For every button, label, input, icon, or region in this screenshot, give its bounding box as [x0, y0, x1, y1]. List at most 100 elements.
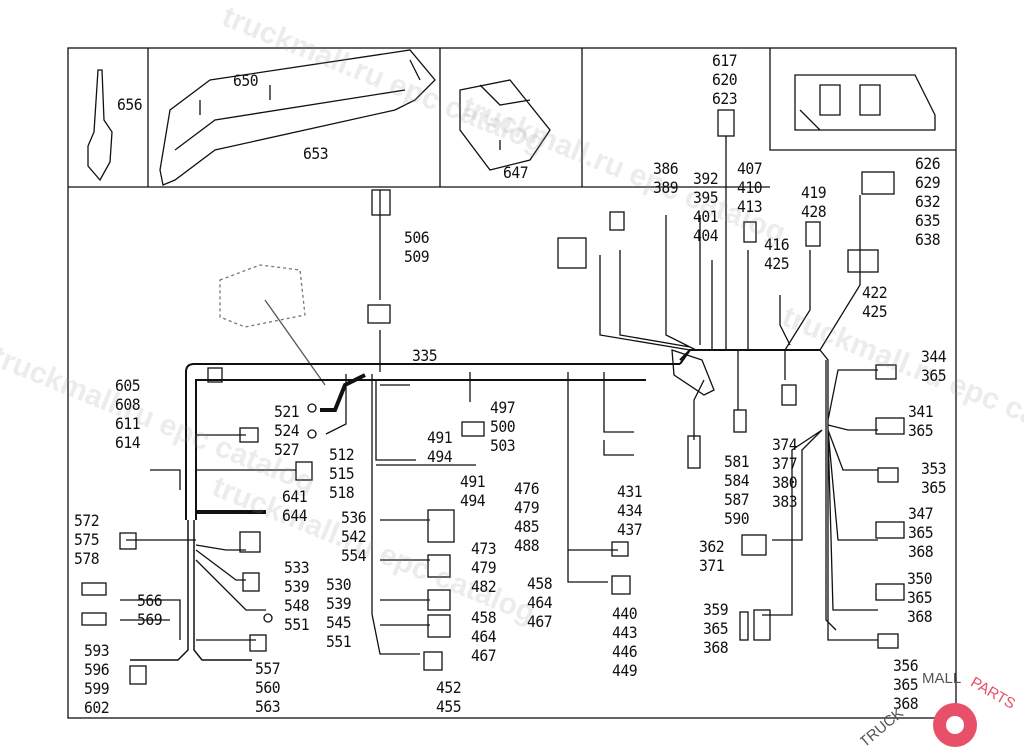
cable-duct-icon [159, 49, 436, 186]
connector-icon [717, 109, 735, 137]
connector-icon [877, 467, 899, 483]
connector-icon [129, 665, 147, 685]
part-callout: 386 389 [653, 159, 679, 197]
part-callout: 530 539 545 551 [326, 575, 352, 651]
part-callout: 536 542 554 [341, 508, 367, 565]
engine-outline [219, 264, 306, 328]
part-callout: 473 479 482 [471, 539, 497, 596]
connector-icon [461, 421, 485, 437]
connector-icon [877, 633, 899, 649]
connector-icon [739, 611, 749, 641]
part-callout: 617 620 623 [712, 51, 738, 108]
center-branches [325, 190, 634, 655]
part-callout: 458 464 467 [527, 574, 553, 631]
part-callout: 557 560 563 [255, 659, 281, 716]
main-harness [185, 349, 820, 520]
grommet-icon [367, 304, 391, 324]
cover-icon [459, 79, 551, 171]
svg-text:TRUCK: TRUCK [860, 705, 907, 750]
top-panel-dividers [68, 48, 956, 188]
connector-icon [753, 609, 771, 641]
connector-icon [81, 582, 107, 596]
upper-right-branches [599, 195, 861, 440]
svg-text:MALL: MALL [922, 670, 961, 687]
part-callout: 605 608 611 614 [115, 376, 141, 452]
connector-icon [781, 384, 797, 406]
connector-icon [743, 221, 757, 243]
part-callout: 572 575 578 [74, 511, 100, 568]
connector-icon [875, 417, 905, 435]
sensor-icon [87, 69, 113, 182]
truckmallparts-logo: TRUCK MALL PARTS [860, 670, 1019, 750]
part-callout: 353 365 [921, 459, 947, 497]
connector-icon [119, 532, 137, 550]
part-callout: 521 524 527 [274, 402, 300, 459]
part-callout: 476 479 485 488 [514, 479, 540, 555]
ring-terminal-icon [263, 613, 273, 623]
part-callout: 407 410 413 [737, 159, 763, 216]
left-branches [120, 434, 296, 641]
diagram-frame [67, 47, 957, 719]
part-callout: 491 494 [460, 472, 486, 510]
connector-icon [427, 554, 451, 578]
connector-icon [427, 509, 455, 543]
connector-icon [427, 589, 451, 611]
part-callout: 512 515 518 [329, 445, 355, 502]
left-trunk [130, 520, 252, 661]
part-callout: 491 494 [427, 428, 453, 466]
part-callout: 344 365 [921, 347, 947, 385]
part-callout: 656 [117, 95, 143, 114]
connector-icon [371, 189, 391, 216]
part-callout: 458 464 467 [471, 608, 497, 665]
connector-icon [875, 521, 905, 539]
part-callout: 653 [303, 144, 329, 163]
connector-icon [427, 614, 451, 638]
right-trunk [762, 349, 878, 641]
connector-icon [423, 651, 443, 671]
vehicle-icon [794, 74, 936, 131]
part-callout: 341 365 [908, 402, 934, 440]
connector-icon [687, 435, 701, 469]
part-callout: 392 395 401 404 [693, 169, 719, 245]
connector-icon [861, 171, 895, 195]
connector-icon [875, 583, 905, 601]
part-callout: 359 365 368 [703, 600, 729, 657]
connector-icon [609, 211, 625, 231]
grommet-icon [207, 367, 223, 383]
black-cable [196, 373, 366, 514]
connector-icon [611, 575, 631, 595]
part-callout: 419 428 [801, 183, 827, 221]
connector-icon [805, 221, 821, 247]
connector-icon [611, 541, 629, 557]
connector-icon [81, 612, 107, 626]
part-callout: 506 509 [404, 228, 430, 266]
part-callout: 356 365 368 [893, 656, 919, 713]
connector-icon [249, 634, 267, 652]
part-callout: 641 644 [282, 487, 308, 525]
part-callout: 497 500 503 [490, 398, 516, 455]
part-callout: 581 584 587 590 [724, 452, 750, 528]
leader-line [264, 299, 326, 386]
connector-icon [557, 237, 587, 269]
connector-icon [295, 461, 313, 481]
part-callout: 374 377 380 383 [772, 435, 798, 511]
connector-icon [875, 364, 897, 380]
ring-terminal-icon [307, 429, 317, 439]
part-callout: 452 455 [436, 678, 462, 716]
connector-icon [242, 572, 260, 592]
part-callout: 416 425 [764, 235, 790, 273]
relay-block-icon [671, 349, 715, 396]
part-callout: 347 365 368 [908, 504, 934, 561]
part-callout: 533 539 548 551 [284, 558, 310, 634]
part-callout: 335 [412, 346, 438, 365]
svg-text:PARTS: PARTS [968, 674, 1019, 713]
connector-icon [847, 249, 879, 273]
part-callout: 593 596 599 602 [84, 641, 110, 717]
connector-icon [239, 531, 261, 553]
part-callout: 440 443 446 449 [612, 604, 638, 680]
connector-icon [741, 534, 767, 556]
part-callout: 362 371 [699, 537, 725, 575]
part-callout: 422 425 [862, 283, 888, 321]
ring-terminal-icon [307, 403, 317, 413]
